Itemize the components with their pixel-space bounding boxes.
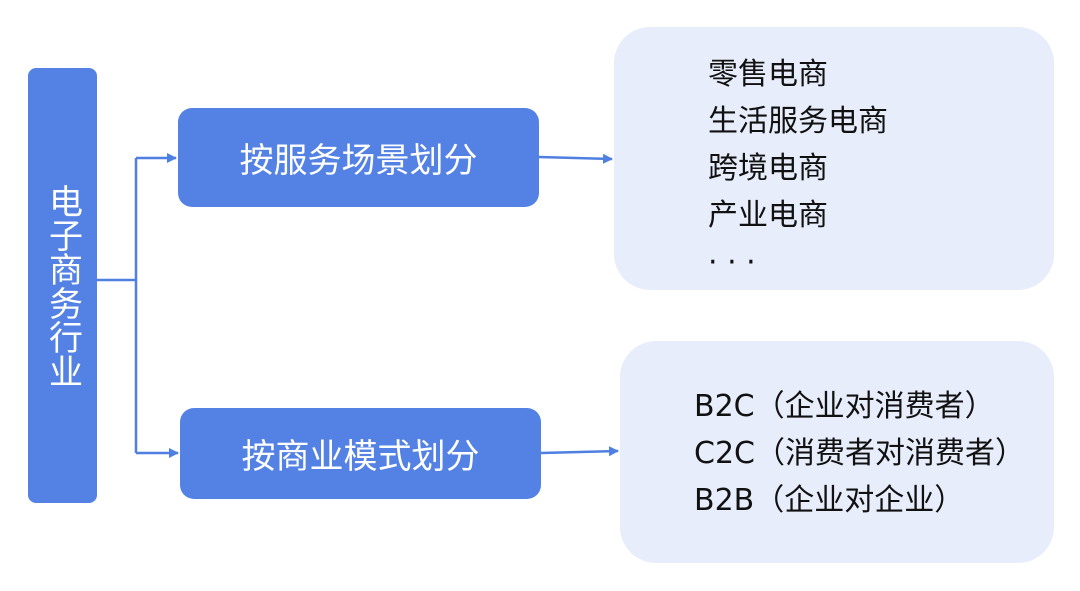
list-item: 零售电商 — [708, 57, 828, 92]
branch-label: 按服务场景划分 — [239, 141, 478, 181]
leaf-list: B2C（企业对消费者） C2C（消费者对消费者） B2B（企业对企业） — [694, 383, 1025, 524]
branch-node-service-scenario: 按服务场景划分 — [178, 108, 539, 207]
list-item: C2C（消费者对消费者） — [694, 436, 1025, 471]
leaf-group-business-model: B2C（企业对消费者） C2C（消费者对消费者） B2B（企业对企业） — [620, 341, 1054, 563]
list-item: 跨境电商 — [708, 151, 828, 186]
leaf-2-arrow — [540, 446, 619, 457]
leaf-1-arrow — [538, 153, 613, 164]
branch-node-business-model: 按商业模式划分 — [180, 408, 541, 499]
root-label: 电子商务行业 — [42, 183, 83, 388]
leaf-group-service-scenario: 零售电商 生活服务电商 跨境电商 产业电商 · · · — [614, 27, 1054, 290]
list-item: 产业电商 — [708, 198, 828, 233]
leaf-list: 零售电商 生活服务电商 跨境电商 产业电商 · · · — [708, 51, 888, 286]
list-item: · · · — [708, 245, 756, 280]
root-node: 电子商务行业 — [28, 68, 97, 503]
list-item: B2B（企业对企业） — [694, 483, 965, 518]
list-item: B2C（企业对消费者） — [694, 389, 995, 424]
branch-label: 按商业模式划分 — [241, 437, 480, 477]
list-item: 生活服务电商 — [708, 104, 888, 139]
